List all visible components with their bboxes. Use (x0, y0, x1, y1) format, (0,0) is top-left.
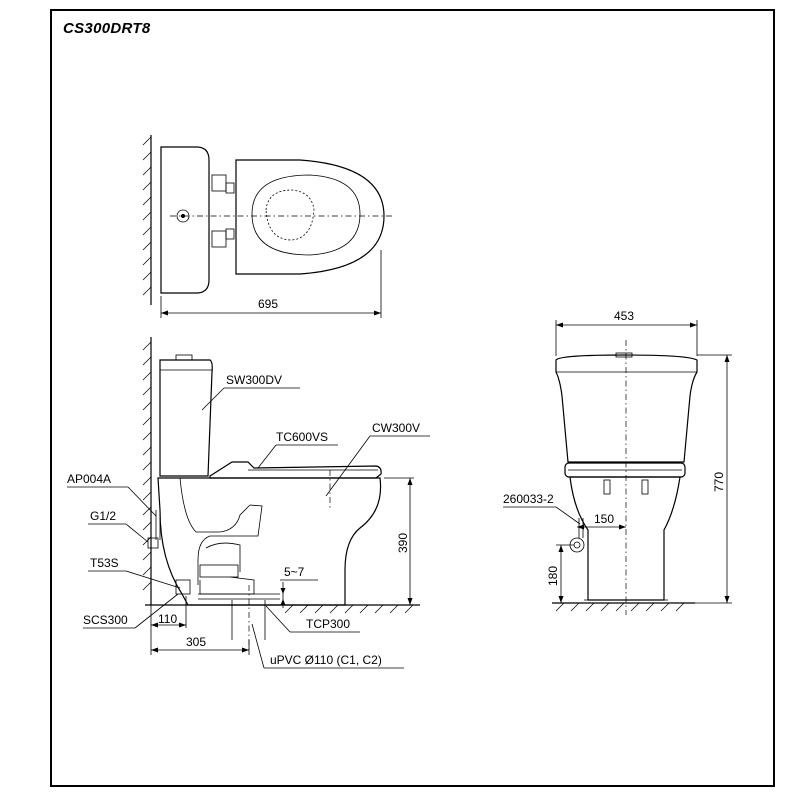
top-seat-opening (251, 174, 361, 256)
side-tank (159, 359, 213, 477)
dim-695: 695 (258, 297, 278, 311)
label-flange: T53S (90, 556, 119, 570)
dim-453: 453 (614, 309, 634, 323)
label-screw: SCS300 (83, 613, 128, 627)
front-bowl (569, 476, 681, 601)
top-water-area (265, 189, 315, 241)
front-tank (555, 354, 698, 463)
label-angle-valve: AP004A (67, 472, 111, 486)
front-bolt-right (641, 479, 649, 495)
dim-770: 770 (712, 472, 726, 492)
hinge-bottom (211, 230, 227, 248)
dim-180: 180 (546, 566, 560, 586)
label-outlet: TCP300 (306, 617, 350, 631)
label-pipe: uPVC Ø110 (C1, C2) (270, 653, 382, 667)
label-tank: SW300DV (226, 373, 282, 387)
top-tank (160, 146, 210, 294)
label-seat: TC600VS (276, 430, 328, 444)
front-bolt-left (603, 479, 611, 495)
side-view: 390 5~7 110 305 SW300DV TC600VS CW300V A (67, 337, 430, 669)
dim-305: 305 (186, 635, 206, 649)
drawing-frame (50, 9, 775, 787)
top-wall-hatch (142, 136, 152, 296)
dim-110: 110 (158, 612, 177, 626)
dim-390: 390 (396, 533, 410, 553)
angle-valve (147, 537, 159, 549)
side-outlet-box (199, 564, 239, 578)
label-bowl: CW300V (372, 421, 420, 435)
dim-150: 150 (594, 512, 614, 526)
side-bowl (157, 477, 382, 606)
side-floor-hatch (284, 604, 414, 614)
top-view: 695 (142, 135, 392, 318)
label-supply-hose: 260033-2 (503, 492, 554, 506)
front-floor-hatch (555, 602, 685, 612)
side-wall-hatch (142, 341, 152, 591)
side-trapway (179, 477, 263, 585)
side-flush-button (175, 354, 193, 361)
dim-5-7: 5~7 (284, 565, 305, 579)
side-seat (209, 461, 382, 479)
model-title: CS300DRT8 (63, 20, 151, 37)
front-view: 453 770 180 150 260033-2 (503, 309, 732, 615)
top-bowl (235, 159, 385, 275)
hinge-top (211, 174, 227, 192)
label-thread: G1/2 (90, 509, 116, 523)
